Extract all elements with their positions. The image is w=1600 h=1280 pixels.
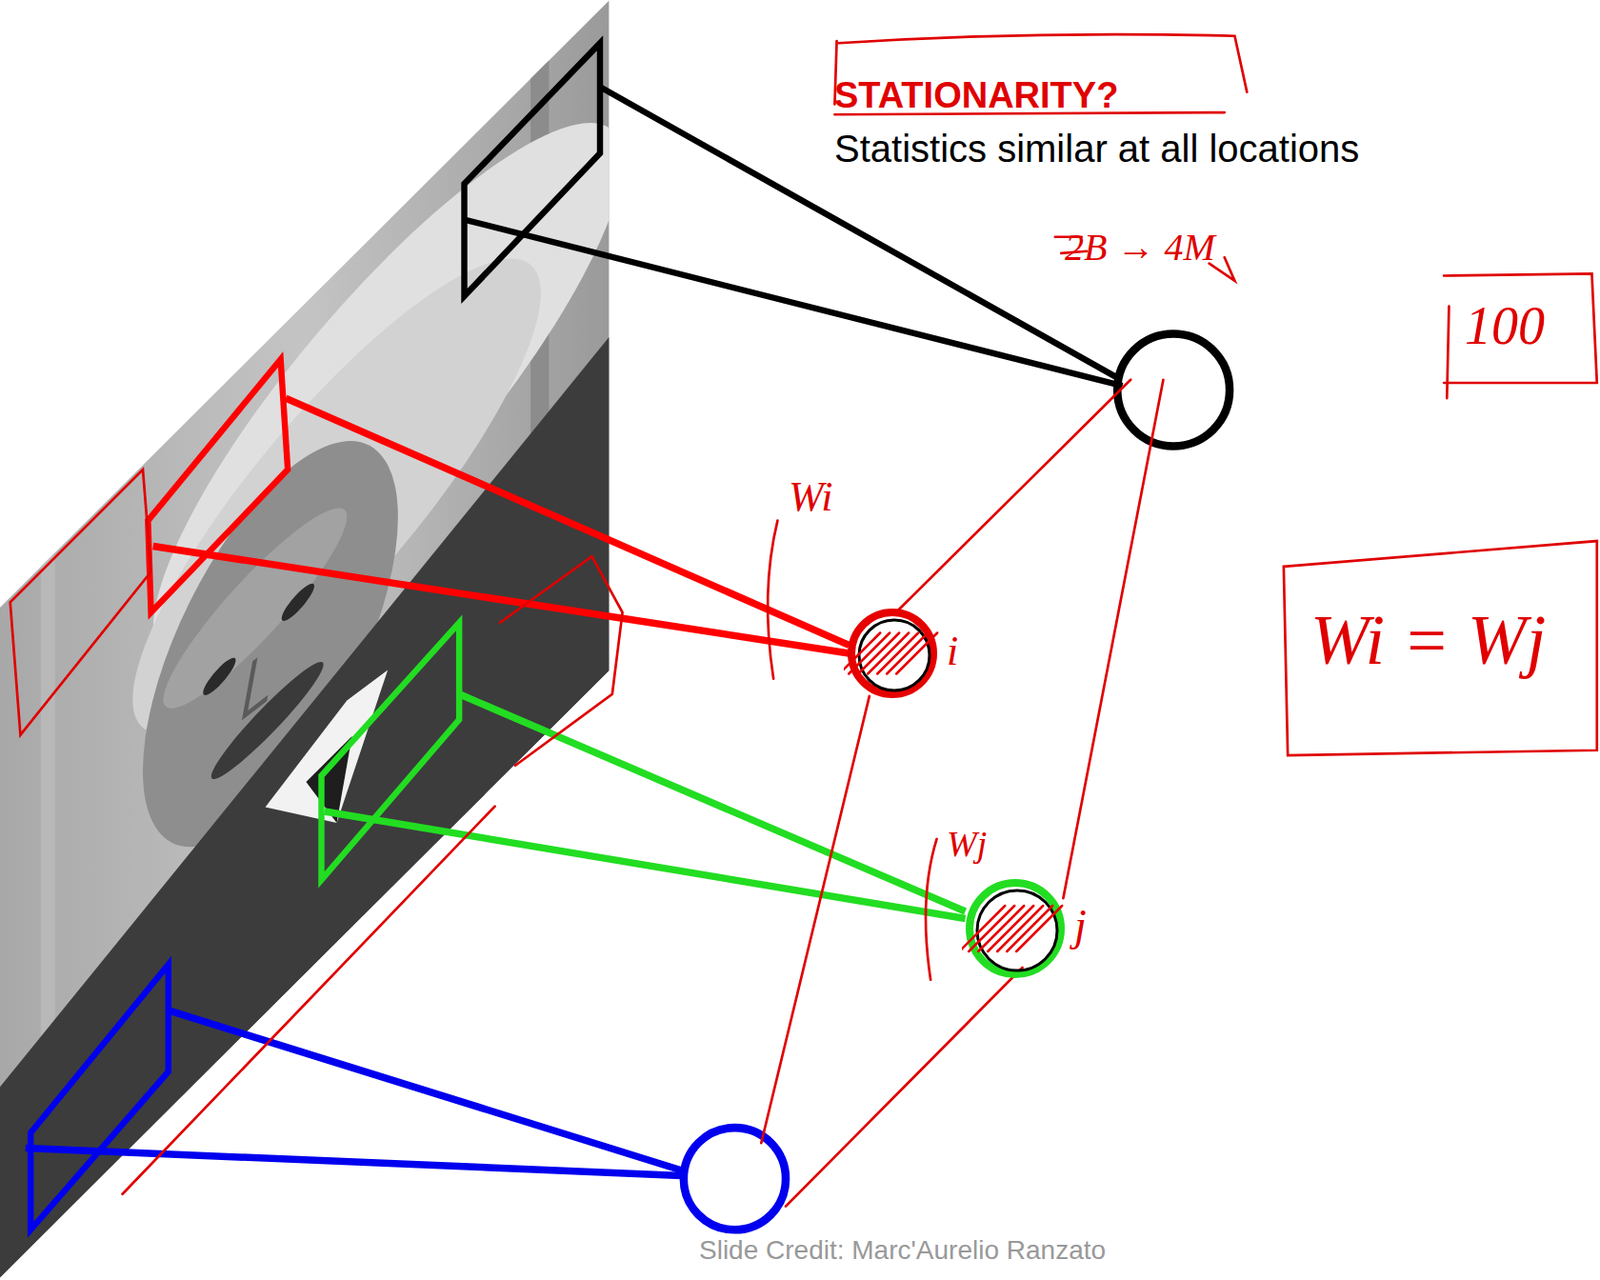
heading-text: STATIONARITY? (834, 76, 1119, 117)
node-label: j (1074, 901, 1087, 951)
neuron-circle (683, 1127, 786, 1230)
neuron-circle (843, 604, 941, 702)
neuron-circle (1117, 334, 1230, 447)
neuron-node: i (843, 604, 963, 702)
neuron-circle (961, 875, 1069, 982)
annotations (10, 34, 1598, 1207)
handwritten-number: 100 (1464, 297, 1545, 357)
neuron-node: j (961, 875, 1091, 982)
photo (0, 0, 623, 1279)
node-label: i (946, 628, 959, 675)
body-text: Statistics similar at all locations (834, 127, 1360, 170)
handwritten-equation: Wi = Wj (1310, 601, 1546, 680)
handwritten-note: 2B → 4M (1064, 226, 1216, 269)
weight-label: Wi (788, 474, 833, 520)
weight-label: Wj (946, 824, 987, 865)
slide-credit: Slide Credit: Marc'Aurelio Ranzato (699, 1236, 1106, 1266)
